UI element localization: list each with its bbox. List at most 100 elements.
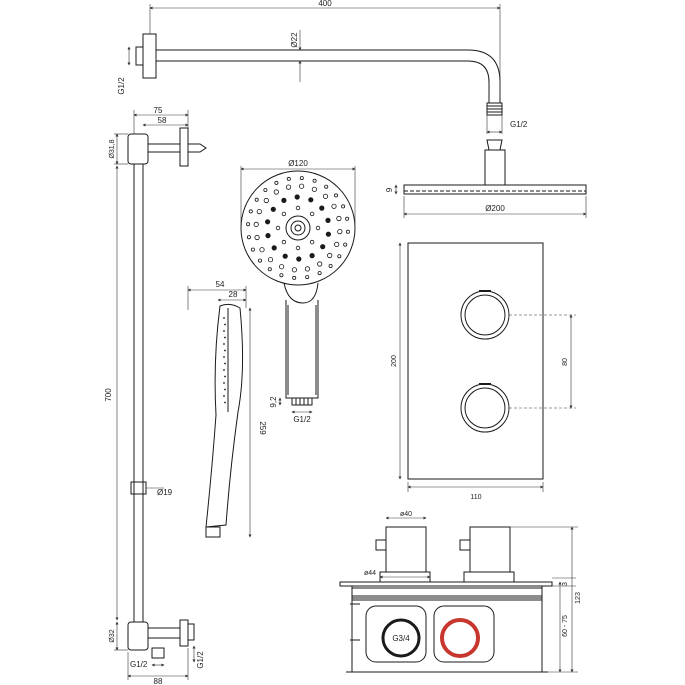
hand-neck-label: 9,2 bbox=[269, 396, 278, 408]
head-connector bbox=[484, 149, 506, 186]
mixer-dimensions bbox=[398, 242, 576, 492]
nozzle bbox=[325, 231, 331, 237]
nozzle bbox=[308, 197, 314, 203]
arm-wall-nut bbox=[135, 46, 144, 66]
side-nozzle bbox=[223, 382, 225, 384]
valve-total-depth-label: 123 bbox=[575, 592, 582, 604]
hand-front-dimensions bbox=[240, 166, 356, 414]
nozzle bbox=[278, 264, 285, 270]
head-shower bbox=[403, 139, 587, 195]
arm-wall-flange bbox=[142, 33, 157, 79]
arm-wall-thread-label: G1/2 bbox=[117, 77, 126, 95]
side-nozzle bbox=[223, 356, 225, 358]
mixer-handle-top bbox=[460, 290, 510, 340]
head-height-label: 9 bbox=[385, 187, 394, 192]
nozzle bbox=[304, 266, 311, 272]
valve-depth-label: 60 - 75 bbox=[562, 615, 569, 637]
side-nozzle bbox=[224, 401, 226, 404]
nozzle bbox=[265, 233, 271, 239]
nozzle bbox=[345, 229, 350, 234]
nozzle bbox=[267, 257, 274, 263]
nozzle bbox=[279, 273, 284, 278]
hand-side-dimensions bbox=[187, 286, 252, 538]
arm-dimensions bbox=[127, 4, 503, 134]
nozzle bbox=[325, 217, 331, 223]
nozzle bbox=[295, 245, 301, 251]
side-nozzle bbox=[224, 362, 226, 365]
nozzle bbox=[264, 219, 271, 225]
nozzle bbox=[309, 211, 315, 217]
valve-rosette-label: ø44 bbox=[364, 570, 376, 577]
hand-thread-label: G1/2 bbox=[293, 415, 311, 424]
nozzle bbox=[337, 254, 342, 259]
nozzle bbox=[309, 239, 315, 245]
riser-bottom-wall-flange bbox=[179, 619, 189, 647]
nozzle bbox=[312, 178, 317, 183]
nozzle bbox=[256, 209, 262, 215]
riser-top-holder bbox=[127, 133, 149, 165]
valve-plate-label: 3 bbox=[562, 582, 569, 586]
valve-port-label: G3/4 bbox=[392, 634, 410, 643]
riser-dimensions bbox=[114, 110, 196, 680]
nozzle bbox=[271, 245, 277, 251]
hand-shower-handle bbox=[285, 300, 319, 399]
nozzle bbox=[281, 239, 287, 245]
valve-rosette-right bbox=[463, 571, 515, 583]
nozzle bbox=[331, 203, 337, 209]
nozzle bbox=[273, 189, 279, 195]
nozzle bbox=[333, 193, 338, 198]
nozzle bbox=[328, 263, 333, 268]
riser-rail bbox=[127, 127, 207, 659]
mixer-plate bbox=[407, 242, 544, 480]
nozzle bbox=[253, 221, 259, 227]
side-nozzle bbox=[223, 395, 225, 397]
riser-width-label: 88 bbox=[154, 677, 163, 685]
arm-length-label: 400 bbox=[318, 0, 332, 8]
head-diameter-label: Ø200 bbox=[485, 204, 505, 213]
nozzle bbox=[324, 184, 329, 189]
valve-knob-left bbox=[385, 526, 427, 573]
nozzle bbox=[337, 229, 343, 235]
hand-shower-button bbox=[283, 282, 319, 304]
nozzle bbox=[336, 215, 342, 222]
nozzle bbox=[248, 209, 253, 214]
mixer-handle-bottom bbox=[460, 383, 510, 433]
nozzle bbox=[281, 197, 287, 203]
head-dimensions bbox=[394, 184, 587, 218]
nozzle bbox=[341, 204, 346, 209]
valve-port-cold bbox=[381, 618, 421, 658]
hand-width-label: 54 bbox=[216, 280, 225, 289]
shower-arm bbox=[135, 33, 503, 116]
hand-diameter-label: Ø120 bbox=[288, 159, 308, 168]
arm-pipe-top bbox=[156, 49, 501, 103]
hand-thickness-label: 28 bbox=[229, 290, 238, 299]
nozzle bbox=[299, 176, 304, 181]
riser-length-label: 700 bbox=[104, 388, 113, 402]
nozzle bbox=[250, 247, 255, 252]
side-nozzle bbox=[224, 323, 226, 326]
nozzle bbox=[295, 205, 301, 211]
nozzle bbox=[257, 258, 262, 263]
mixer-spacing-label: 80 bbox=[562, 358, 569, 366]
riser-bottom-holder bbox=[127, 621, 149, 651]
valve-knob-label: ø40 bbox=[400, 511, 412, 518]
nozzle bbox=[263, 187, 268, 192]
arm-diameter-label: Ø22 bbox=[290, 32, 299, 48]
riser-top-screw bbox=[188, 143, 207, 153]
nozzle bbox=[294, 194, 300, 200]
nozzle bbox=[319, 205, 325, 211]
side-nozzle bbox=[223, 330, 225, 332]
arm-end-thread-label: G1/2 bbox=[510, 120, 528, 129]
arm-pipe-bottom bbox=[156, 60, 490, 103]
riser-top-arm bbox=[147, 143, 181, 153]
valve-box bbox=[351, 585, 543, 673]
riser-offset-total-label: 75 bbox=[154, 106, 163, 115]
riser-bottom-bracket-label: Ø32 bbox=[109, 629, 116, 642]
side-nozzle bbox=[224, 336, 226, 339]
valve-knob-right bbox=[469, 526, 511, 573]
nozzle bbox=[298, 183, 305, 189]
riser-slider bbox=[130, 481, 147, 495]
nozzle bbox=[315, 225, 321, 231]
side-nozzle bbox=[224, 388, 226, 391]
